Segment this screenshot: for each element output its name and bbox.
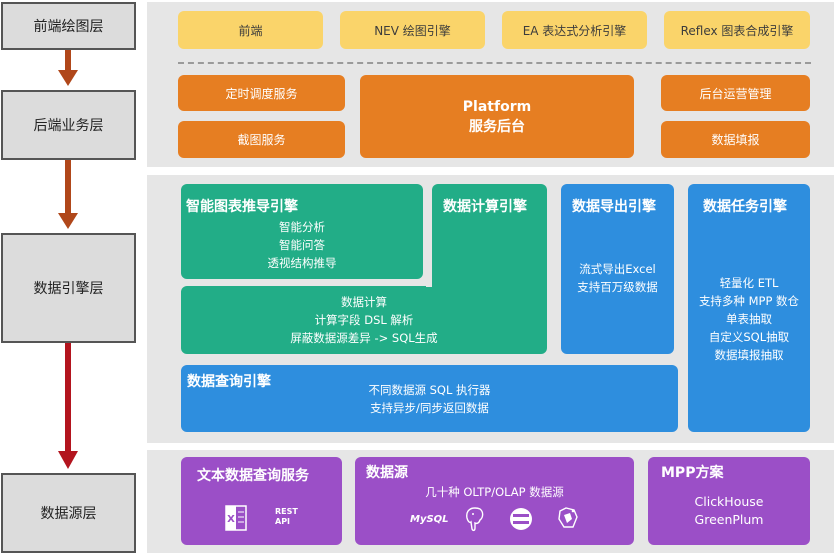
platform-line1: Platform [462,98,532,115]
recommend-line: 智能分析 [279,220,325,234]
backend-screenshot: 截图服务 [178,121,345,158]
mysql-logo: MySQL [410,514,449,525]
export-line: 支持百万级数据 [577,280,658,294]
recommend-line: 智能问答 [279,238,325,252]
layer-frontend: 前端绘图层 [1,2,136,50]
arrow-engine-source [65,343,71,453]
recommend-engine-lines: 智能分析 智能问答 透视结构推导 [181,218,423,272]
backend-fill: 数据填报 [661,121,810,158]
compute-engine-title: 数据计算引擎 [443,199,527,215]
mpp-line: ClickHouse [694,494,764,509]
frontend-item-nev: NEV 绘图引擎 [340,11,485,49]
task-line: 数据填报抽取 [714,348,784,362]
export-engine: 数据导出引擎 流式导出Excel 支持百万级数据 [561,184,674,354]
datasource: 数据源 几十种 OLTP/OLAP 数据源 MySQL [355,457,634,545]
arrow-head-2 [58,213,78,229]
query-line: 不同数据源 SQL 执行器 [368,383,491,397]
backend-schedule: 定时调度服务 [178,75,345,111]
datasource-subtitle: 几十种 OLTP/OLAP 数据源 [425,485,564,499]
arrow-head-3 [58,451,78,469]
backend-platform: Platform 服务后台 [360,75,634,158]
compute-line: 屏蔽数据源差异 -> SQL生成 [290,331,438,345]
task-line: 单表抽取 [726,312,772,326]
hive-icon [558,507,578,528]
excel-icon: X [225,505,247,531]
rest-line: REST [275,507,298,516]
datasource-title: 数据源 [366,465,408,481]
arrow-backend-engine [65,160,71,215]
dashed-divider [178,62,811,64]
mpp-line: GreenPlum [694,512,764,527]
task-engine-lines: 轻量化 ETL 支持多种 MPP 数仓 单表抽取 自定义SQL抽取 数据填报抽取 [688,274,810,364]
mpp-title: MPP方案 [661,465,724,481]
svg-text:X: X [227,514,235,525]
task-line: 轻量化 ETL [719,276,779,290]
mpp-lines: ClickHouse GreenPlum [648,493,810,529]
export-line: 流式导出Excel [579,262,656,276]
frontend-item-frontend: 前端 [178,11,323,49]
frontend-item-ea: EA 表达式分析引擎 [502,11,647,49]
query-line: 支持异步/同步返回数据 [370,401,489,415]
mpp-solution: MPP方案 ClickHouse GreenPlum [648,457,810,545]
arrow-head-1 [58,70,78,86]
rest-line: API [275,517,291,526]
text-query-title: 文本数据查询服务 [197,468,309,484]
query-engine: 数据查询引擎 不同数据源 SQL 执行器 支持异步/同步返回数据 [181,365,678,432]
recommend-engine: 智能图表推导引擎 智能分析 智能问答 透视结构推导 [181,184,423,279]
layer-engine: 数据引擎层 [1,233,136,343]
postgresql-icon [466,507,484,532]
task-engine: 数据任务引擎 轻量化 ETL 支持多种 MPP 数仓 单表抽取 自定义SQL抽取… [688,184,810,432]
task-engine-title: 数据任务引擎 [703,199,787,215]
backend-ops: 后台运营管理 [661,75,810,111]
compute-line: 计算字段 DSL 解析 [314,313,414,327]
task-line: 支持多种 MPP 数仓 [698,294,800,308]
export-engine-title: 数据导出引擎 [572,199,656,215]
arrow-frontend-backend [65,50,71,72]
compute-notch [426,281,432,287]
compute-line: 数据计算 [341,295,387,309]
query-engine-title: 数据查询引擎 [187,374,271,390]
recommend-engine-title: 智能图表推导引擎 [186,199,298,215]
layer-backend: 后端业务层 [1,90,136,160]
task-line: 自定义SQL抽取 [708,330,790,344]
layer-source: 数据源层 [1,473,136,553]
text-query-service: 文本数据查询服务 [181,457,342,545]
platform-line2: 服务后台 [469,118,525,135]
database-stack-icon [510,508,532,530]
export-engine-lines: 流式导出Excel 支持百万级数据 [561,260,674,296]
frontend-item-reflex: Reflex 图表合成引擎 [664,11,810,49]
query-engine-lines: 不同数据源 SQL 执行器 支持异步/同步返回数据 [181,381,678,417]
rest-api-label: REST API [275,507,298,527]
compute-engine-bottom [181,286,547,354]
recommend-line: 透视结构推导 [267,256,337,270]
compute-engine-lines: 数据计算 计算字段 DSL 解析 屏蔽数据源差异 -> SQL生成 [181,293,547,347]
compute-engine-top [432,184,547,304]
